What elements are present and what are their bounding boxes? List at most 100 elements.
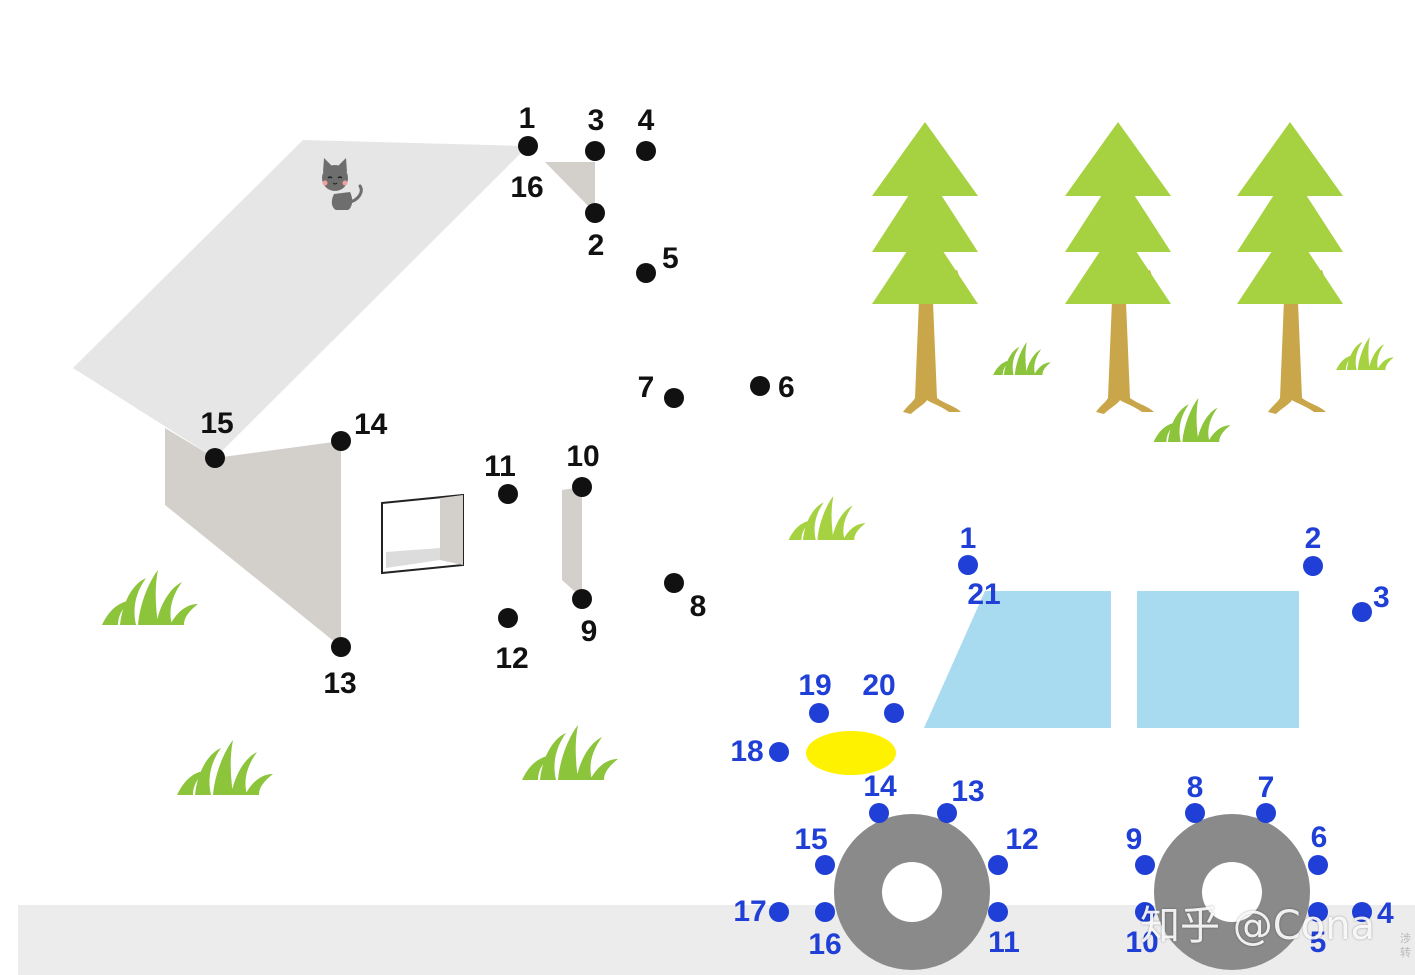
house-dot-label: 4 <box>638 104 655 137</box>
car-dot[interactable] <box>1308 855 1328 875</box>
grass-icon <box>1336 337 1394 370</box>
car-front-window <box>924 591 1111 728</box>
car-dot-label: 11 <box>988 926 1020 959</box>
house-dot-label: 11 <box>484 450 516 483</box>
grass-icon <box>993 342 1051 375</box>
house-side-wall <box>165 428 341 647</box>
grass-icon <box>522 725 618 780</box>
car-dot[interactable] <box>769 902 789 922</box>
car-dot-label: 8 <box>1187 771 1204 804</box>
car-dot[interactable] <box>937 803 957 823</box>
car-dot-label: 10 <box>1125 926 1158 959</box>
car-dot-label: 7 <box>1258 771 1275 804</box>
house-dot-label: 15 <box>200 407 233 440</box>
tree-icon <box>1237 122 1343 414</box>
car-dot[interactable] <box>884 703 904 723</box>
house-dot-label: 7 <box>638 371 655 404</box>
car-dot[interactable] <box>1352 602 1372 622</box>
house-dot[interactable] <box>750 376 770 396</box>
car-dot-label: 5 <box>1310 926 1327 959</box>
grass-icon <box>177 740 273 795</box>
car-dot-label: 4 <box>1377 897 1394 930</box>
car-rear-window <box>1137 591 1299 728</box>
house-dot[interactable] <box>585 203 605 223</box>
house-dot[interactable] <box>585 141 605 161</box>
car-dot-label: 16 <box>808 928 841 961</box>
grass-icon <box>102 570 198 625</box>
chimney-shade <box>545 162 595 213</box>
car-dot-label: 15 <box>794 823 827 856</box>
car-dot-label: 21 <box>967 578 1000 611</box>
car-dot-label: 17 <box>733 895 766 928</box>
house-dot[interactable] <box>572 589 592 609</box>
car-dot-label: 14 <box>863 770 897 803</box>
car-dot-label: 2 <box>1305 522 1322 555</box>
house-dot[interactable] <box>572 477 592 497</box>
grass-icon <box>1153 398 1231 442</box>
wheel-icon <box>1154 814 1310 970</box>
house-dot[interactable] <box>331 431 351 451</box>
car-dot[interactable] <box>869 803 889 823</box>
car-dot[interactable] <box>1256 803 1276 823</box>
corner-note: 涉 转 <box>1400 932 1411 959</box>
car-dot[interactable] <box>1303 556 1323 576</box>
house-dot-label: 5 <box>662 242 679 275</box>
car-dot-label: 3 <box>1373 581 1390 614</box>
house-drawing <box>73 140 595 647</box>
house-dot-label: 1 <box>519 102 536 135</box>
house-dot-label: 9 <box>581 615 598 648</box>
house-dot-label: 2 <box>588 229 605 262</box>
cat-icon <box>322 158 363 210</box>
car-dot[interactable] <box>815 855 835 875</box>
car-dot[interactable] <box>958 555 978 575</box>
house-dot[interactable] <box>664 388 684 408</box>
car-dot[interactable] <box>1308 902 1328 922</box>
house-dots: 1 16 2 3 4 5 6 7 8 9 10 11 12 13 14 15 <box>200 102 794 700</box>
car-dot[interactable] <box>809 703 829 723</box>
house-dot[interactable] <box>518 136 538 156</box>
car-dots: 1 21 2 3 4 5 6 7 8 9 10 11 12 13 14 15 1… <box>730 522 1394 961</box>
tree-icon <box>1065 122 1171 414</box>
tree-icon <box>872 122 978 414</box>
car-dot[interactable] <box>1135 855 1155 875</box>
house-dot[interactable] <box>498 608 518 628</box>
house-roof <box>73 140 528 458</box>
car-drawing <box>806 591 1310 970</box>
car-dot[interactable] <box>815 902 835 922</box>
car-dot-label: 18 <box>730 735 763 768</box>
car-dot-label: 19 <box>798 669 831 702</box>
car-dot[interactable] <box>988 902 1008 922</box>
grass-icon <box>788 496 866 540</box>
house-dot[interactable] <box>636 263 656 283</box>
house-dot[interactable] <box>636 141 656 161</box>
car-dot-label: 12 <box>1005 823 1038 856</box>
car-dot-label: 20 <box>862 669 895 702</box>
house-dot-label: 12 <box>495 642 528 675</box>
house-dot-label: 6 <box>778 371 795 404</box>
car-dot-label: 9 <box>1126 823 1143 856</box>
wheel-icon <box>834 814 990 970</box>
car-dot-label: 1 <box>960 522 977 555</box>
car-dot[interactable] <box>1185 803 1205 823</box>
car-headlight <box>806 731 896 775</box>
house-dot-label: 14 <box>354 408 388 441</box>
car-dot-label: 6 <box>1311 821 1328 854</box>
car-dot[interactable] <box>1352 902 1372 922</box>
car-dot[interactable] <box>988 855 1008 875</box>
house-dot-label: 13 <box>323 667 356 700</box>
car-dot-label: 13 <box>951 775 984 808</box>
door-shade <box>562 487 582 598</box>
house-dot[interactable] <box>664 573 684 593</box>
house-window <box>381 493 464 575</box>
house-dot-label: 10 <box>566 440 599 473</box>
house-dot-label: 3 <box>588 104 605 137</box>
car-dot[interactable] <box>1135 902 1155 922</box>
house-dot[interactable] <box>498 484 518 504</box>
watermark: 知乎 @Cona <box>1140 903 1375 949</box>
car-dot[interactable] <box>769 742 789 762</box>
house-dot[interactable] <box>331 637 351 657</box>
house-dot-label: 8 <box>690 590 707 623</box>
house-dot[interactable] <box>205 448 225 468</box>
